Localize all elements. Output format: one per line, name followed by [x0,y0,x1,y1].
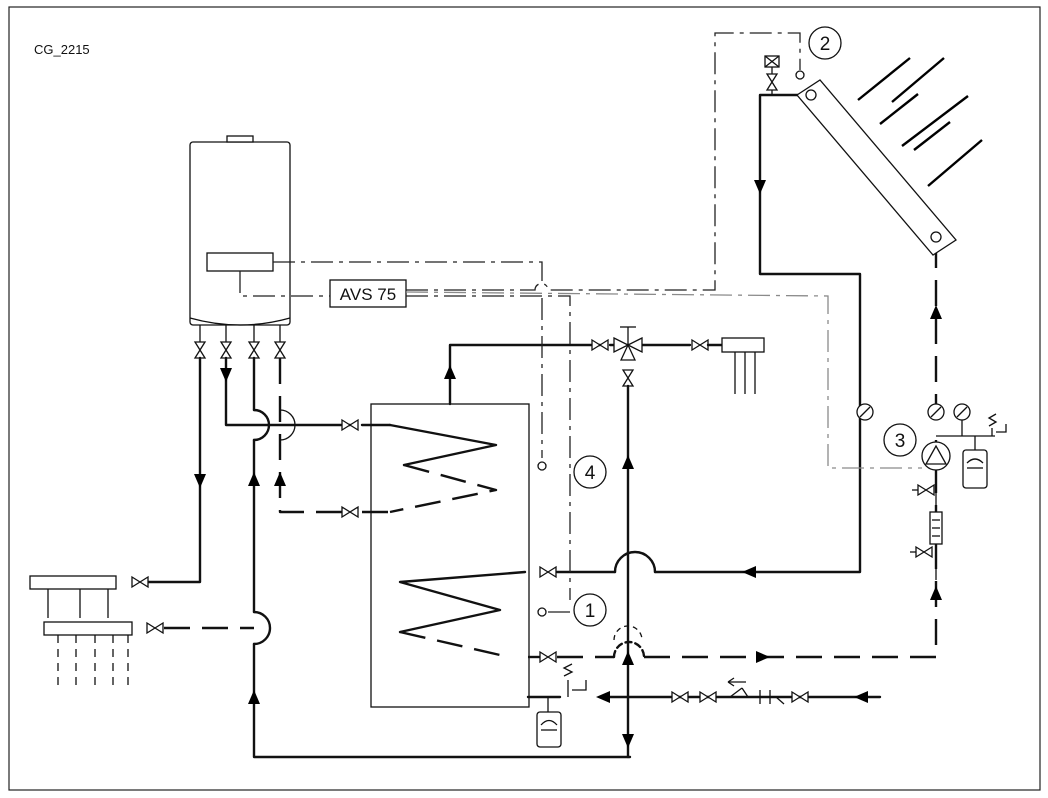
callout-2: 2 [808,26,842,60]
dhw-safety-valve [562,663,587,697]
solar-flow-thermometer [856,403,874,421]
solar-expansion-vessel [962,449,988,489]
collector-air-vent [764,55,780,95]
drawing-code: CG_2215 [34,42,90,57]
collector-inlet [930,231,942,243]
callout-4: 4 [573,455,607,489]
collector-sensor [795,70,805,80]
controller-avs75: AVS 75 [329,279,407,308]
solar-collector [796,79,957,256]
svg-text:3: 3 [895,431,906,452]
tank-sensor-lower [537,607,547,617]
storage-tank [370,403,547,708]
controller-label: AVS 75 [340,285,396,304]
control-wiring [239,32,922,613]
dhw-expansion-vessel [536,697,562,748]
dhw-outlet [721,337,765,394]
radiator-upper [29,575,117,618]
svg-text:1: 1 [585,601,596,622]
cold-water-inlet-fittings [671,677,809,705]
boiler [189,135,291,326]
radiator-lower [43,621,133,690]
boiler-valves [194,325,286,359]
thermostatic-mixing-valve [613,326,643,361]
flow-arrows [194,180,942,748]
collector-outlet [805,89,817,101]
svg-text:4: 4 [585,463,596,484]
sun-rays [857,57,983,187]
solar-pump-group [910,403,1007,580]
boiler-control-panel [206,252,274,272]
svg-text:2: 2 [820,34,831,55]
tank-sensor-upper [537,461,547,471]
callout-1: 1 [573,593,607,627]
diagram-frame [8,6,1041,791]
callout-3: 3 [883,423,917,457]
